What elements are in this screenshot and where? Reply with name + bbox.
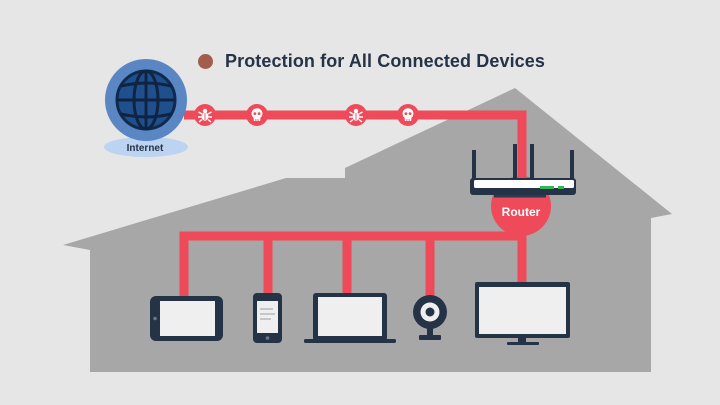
- internet-label-badge: [104, 137, 188, 157]
- internet-label: Internet: [127, 143, 164, 154]
- title-text: Protection for All Connected Devices: [225, 50, 545, 71]
- router-label: Router: [502, 205, 541, 219]
- webcam-icon: [413, 295, 447, 340]
- globe-icon: [115, 69, 177, 131]
- router-icon: [470, 144, 576, 198]
- bug-icon: [345, 104, 367, 126]
- internet-to-router-cable: [184, 110, 527, 205]
- devices: [150, 282, 570, 345]
- router-node: Router: [470, 144, 576, 236]
- desktop-monitor-icon: [475, 282, 570, 345]
- skull-icon: [246, 104, 268, 126]
- bug-icon: [194, 104, 216, 126]
- threats: [194, 104, 419, 126]
- internet-node: Internet: [104, 59, 188, 157]
- diagram-title: Protection for All Connected Devices: [198, 48, 545, 74]
- smartphone-icon: [253, 293, 282, 343]
- skull-icon: [397, 104, 419, 126]
- title-bullet: [198, 53, 213, 69]
- laptop-icon: [304, 293, 396, 343]
- tablet-icon: [150, 296, 223, 341]
